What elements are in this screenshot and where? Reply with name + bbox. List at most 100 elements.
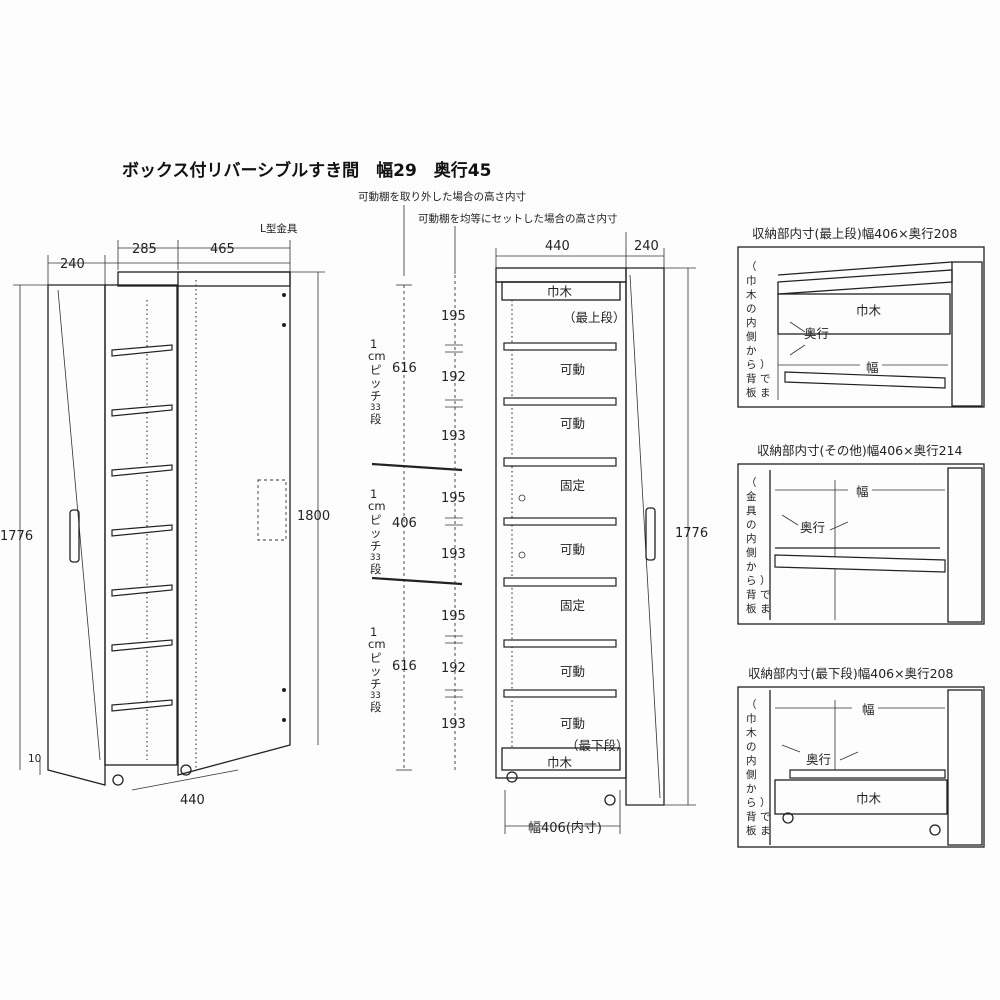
detail-bottom-depth-label: 奥行: [806, 752, 831, 767]
drawing-title: ボックス付リバーシブルすき間 幅29 奥行45: [122, 160, 491, 181]
dim-height-1776: 1776: [0, 529, 33, 544]
sub-dim-193-b: 193: [441, 547, 466, 562]
svg-text:の: の: [746, 519, 757, 531]
shelf-label-top: （最上段）: [563, 310, 626, 325]
svg-text:）: ）: [760, 359, 771, 371]
sub-dim-193-a: 193: [441, 429, 466, 444]
svg-text:段: 段: [370, 700, 382, 714]
dim-inner-width-406: 幅406(内寸): [528, 820, 602, 836]
svg-text:の: の: [746, 303, 757, 315]
dim-width-465: 465: [210, 242, 235, 257]
detail-mid-side-note: （ 金 具 の 内 側 か ら 背 板 ま で ）: [746, 477, 771, 615]
sub-dim-195-a: 195: [441, 309, 466, 324]
detail-bottom-width-label: 幅: [862, 702, 875, 717]
shelf-label-fixed-1: 固定: [560, 478, 585, 493]
svg-text:で: で: [760, 811, 771, 823]
svg-text:板: 板: [746, 602, 757, 615]
shelf-label-movable-2: 可動: [560, 416, 585, 431]
svg-text:段: 段: [370, 412, 382, 426]
detail-top-side-note: （ 巾 木 の 内 側 か ら 背 板 ま で ）: [746, 261, 771, 399]
section-total-3: 616: [392, 659, 417, 674]
section-total-1: 616: [392, 361, 417, 376]
detail-top-caption: 収納部内寸(最上段)幅406×奥行208: [752, 226, 957, 241]
svg-text:ッ: ッ: [370, 664, 382, 678]
shelf-label-kick-bottom: 巾木: [547, 755, 573, 770]
detail-top-width-label: 幅: [866, 360, 879, 375]
svg-text:巾: 巾: [746, 274, 757, 287]
shelf-label-movable-5: 可動: [560, 716, 585, 731]
svg-text:内: 内: [746, 316, 757, 329]
svg-text:1: 1: [370, 487, 377, 501]
svg-text:ピ: ピ: [370, 513, 382, 527]
svg-text:木: 木: [746, 289, 757, 301]
center-carcass: [495, 281, 627, 779]
center-top-cap: [495, 267, 627, 283]
detail-mid-frame: [737, 463, 985, 625]
dim-width-440: 440: [545, 239, 570, 254]
sub-dim-192-a: 192: [441, 370, 466, 385]
svg-text:ッ: ッ: [370, 526, 382, 540]
section-total-2: 406: [392, 516, 417, 531]
pitch-label-2: 1 cm ピ ッ チ 33 段: [368, 487, 386, 576]
dim-width-285: 285: [132, 242, 157, 257]
detail-bottom-kick-label: 巾木: [856, 791, 882, 806]
svg-text:ま: ま: [760, 825, 771, 837]
svg-text:ま: ま: [760, 603, 771, 615]
left-perspective-view: 240 285 465 L型金具: [0, 222, 330, 808]
svg-text:側: 側: [746, 546, 757, 559]
detail-bottom-caster-left: [782, 812, 794, 824]
dim-height-1800: 1800: [297, 509, 330, 524]
svg-text:背: 背: [746, 588, 757, 601]
svg-text:cm: cm: [368, 349, 386, 363]
box-carcass: [104, 284, 178, 766]
svg-text:側: 側: [746, 768, 757, 781]
detail-top-kick-label: 巾木: [856, 303, 882, 318]
sub-dim-193-c: 193: [441, 717, 466, 732]
svg-text:（: （: [746, 699, 757, 711]
svg-text:板: 板: [746, 386, 757, 399]
center-door-handle: [645, 507, 656, 561]
svg-text:板: 板: [746, 824, 757, 837]
svg-text:（: （: [746, 477, 757, 489]
shelf-label-movable-4: 可動: [560, 664, 585, 679]
svg-text:背: 背: [746, 372, 757, 385]
note-shelves-even: 可動棚を均等にセットした場合の高さ内寸: [418, 212, 618, 225]
center-dim-height-1776: 1776: [675, 526, 708, 541]
svg-text:ッ: ッ: [370, 376, 382, 390]
svg-text:ら: ら: [746, 797, 757, 809]
svg-text:33: 33: [370, 691, 381, 701]
svg-text:具: 具: [746, 505, 757, 517]
svg-text:ま: ま: [760, 387, 771, 399]
detail-bottom-caster-right: [929, 824, 941, 836]
center-caster-right: [604, 794, 616, 806]
svg-text:33: 33: [370, 553, 381, 563]
svg-text:金: 金: [746, 490, 757, 503]
note-shelves-removed: 可動棚を取り外した場合の高さ内寸: [358, 190, 526, 203]
detail-top-frame: [737, 246, 985, 408]
center-caster-left: [506, 771, 518, 783]
svg-text:内: 内: [746, 532, 757, 545]
svg-text:側: 側: [746, 330, 757, 343]
svg-text:）: ）: [760, 575, 771, 587]
caster-rear: [180, 764, 192, 776]
center-shelves: [503, 342, 617, 698]
shelf-label-fixed-2: 固定: [560, 598, 585, 613]
dim-width-240: 240: [60, 257, 85, 272]
svg-text:）: ）: [760, 797, 771, 809]
svg-text:で: で: [760, 373, 771, 385]
svg-text:チ: チ: [370, 539, 382, 553]
shelf-label-movable-1: 可動: [560, 362, 585, 377]
detail-bottom-frame: [737, 686, 985, 848]
detail-bottom-view: 収納部内寸(最下段)幅406×奥行208 （ 巾 木 の 内 側 か ら 背 板…: [737, 666, 985, 848]
l-bracket-label: L型金具: [260, 222, 298, 235]
svg-text:段: 段: [370, 562, 382, 576]
center-elevation-view: 可動棚を取り外した場合の高さ内寸 可動棚を均等にセットした場合の高さ内寸 440…: [358, 190, 708, 836]
svg-text:ピ: ピ: [370, 651, 382, 665]
svg-text:背: 背: [746, 810, 757, 823]
svg-text:で: で: [760, 589, 771, 601]
detail-bottom-kick-board: [774, 779, 948, 815]
detail-bottom-caption: 収納部内寸(最下段)幅406×奥行208: [748, 666, 953, 681]
detail-mid-depth-label: 奥行: [800, 520, 825, 535]
